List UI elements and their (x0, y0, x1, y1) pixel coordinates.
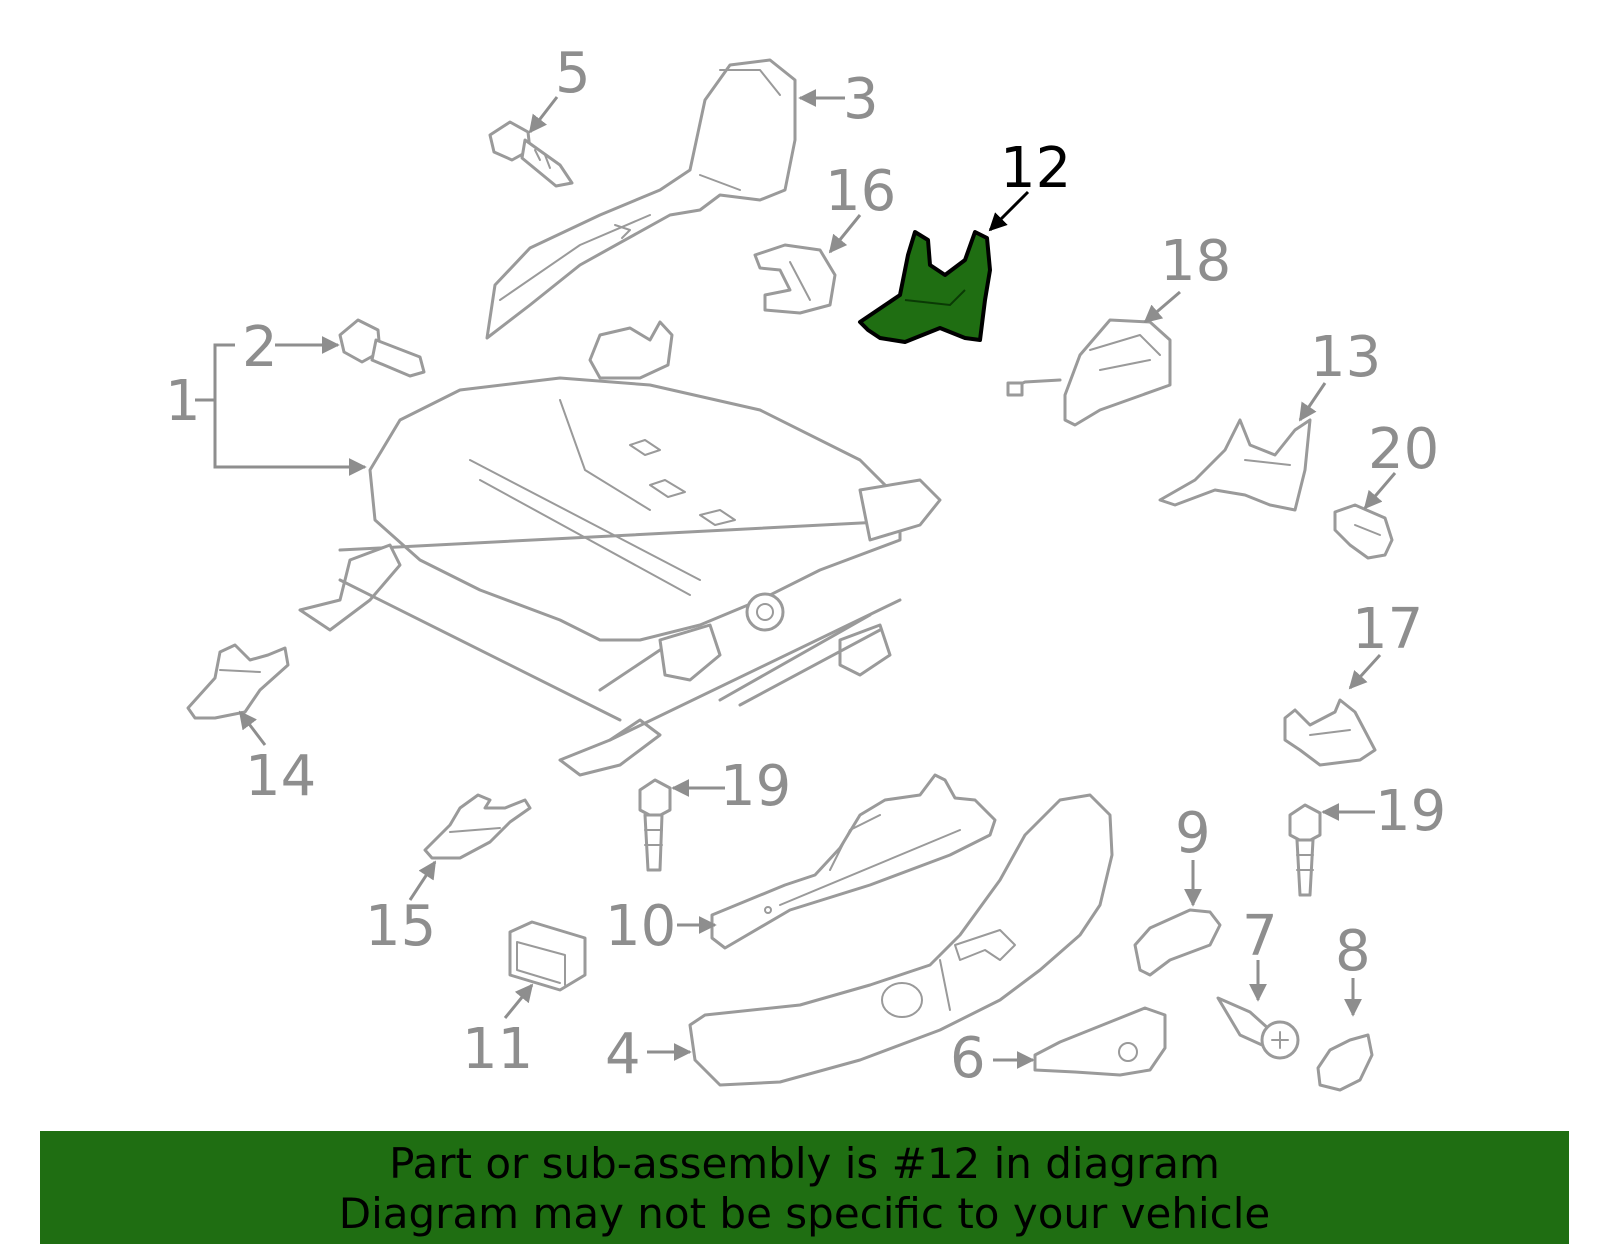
label-11: 11 (462, 1017, 533, 1082)
part-9-knob[interactable] (1133, 908, 1222, 977)
label-5: 5 (555, 41, 591, 106)
label-19-left: 19 (720, 754, 791, 819)
label-19-right: 19 (1375, 779, 1446, 844)
label-14: 14 (245, 744, 316, 809)
label-10: 10 (605, 894, 676, 959)
label-20: 20 (1368, 417, 1439, 482)
label-18: 18 (1160, 229, 1231, 294)
part-5-bolt[interactable] (488, 120, 574, 188)
part-4-side-shield[interactable] (688, 793, 1114, 1087)
leader-12 (988, 190, 1030, 232)
label-1: 1 (165, 369, 201, 434)
label-4: 4 (605, 1022, 641, 1087)
part-8-cap[interactable] (1316, 1033, 1374, 1092)
part-16-clip[interactable] (753, 243, 837, 315)
label-16: 16 (825, 159, 896, 224)
info-banner: Part or sub-assembly is #12 in diagram D… (40, 1131, 1569, 1244)
part-1-seat-assembly[interactable] (298, 320, 942, 777)
part-12-cover-highlighted[interactable] (858, 230, 992, 344)
part-10-bracket[interactable] (710, 773, 997, 950)
label-15: 15 (365, 894, 436, 959)
leader-lines (195, 89, 1397, 1069)
part-7-screw[interactable] (1216, 996, 1300, 1060)
banner-line-disclaimer: Diagram may not be specific to your vehi… (338, 1189, 1271, 1238)
part-13-cover[interactable] (1158, 418, 1312, 512)
label-17: 17 (1352, 597, 1423, 662)
label-3: 3 (843, 67, 879, 132)
label-7: 7 (1242, 904, 1278, 969)
parts-diagram: 1 2 3 5 16 12 18 13 20 17 14 19 19 9 15 … (165, 41, 1446, 1092)
part-19-bolt-left[interactable] (638, 778, 672, 872)
label-6: 6 (950, 1026, 986, 1091)
part-3-trim-cover[interactable] (485, 58, 797, 340)
label-2: 2 (242, 315, 278, 380)
label-9: 9 (1175, 801, 1211, 866)
label-8: 8 (1335, 919, 1371, 984)
part-17-clip[interactable] (1283, 698, 1377, 767)
part-14-pad[interactable] (186, 643, 290, 720)
callout-labels: 1 2 3 5 16 12 18 13 20 17 14 19 19 9 15 … (165, 41, 1446, 1091)
part-15-pad[interactable] (423, 793, 532, 860)
part-18-bracket[interactable] (1006, 318, 1172, 427)
label-13: 13 (1310, 325, 1381, 390)
label-12: 12 (1000, 136, 1071, 201)
banner-line-part-number: Part or sub-assembly is #12 in diagram (389, 1139, 1220, 1188)
part-19-bolt-right[interactable] (1288, 803, 1322, 897)
part-11-switch[interactable] (508, 920, 587, 992)
part-20-clip[interactable] (1333, 503, 1394, 560)
part-2-bolt[interactable] (338, 318, 426, 378)
part-6-lever[interactable] (1033, 1006, 1167, 1077)
